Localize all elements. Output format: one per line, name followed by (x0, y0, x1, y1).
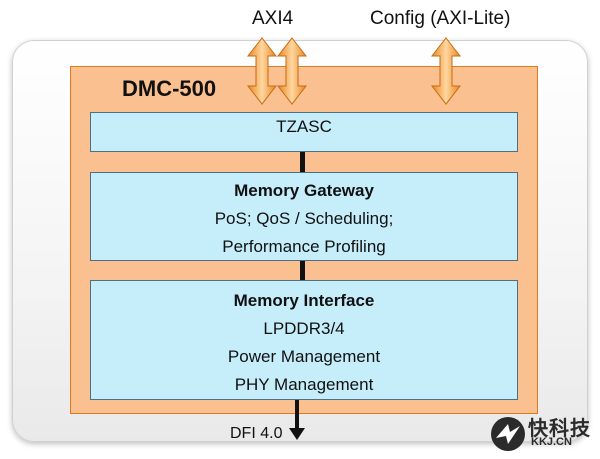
tzasc-block: TZASC (90, 112, 518, 152)
memory-gateway-line: Performance Profiling (222, 237, 386, 256)
memory-interface-line: LPDDR3/4 (263, 319, 345, 338)
connector-tzasc-gateway (300, 152, 305, 172)
config-label: Config (AXI-Lite) (370, 8, 511, 29)
memory-gateway-title: Memory Gateway (234, 181, 374, 200)
connector-interface-dfi (295, 400, 299, 430)
kkj-watermark: 快科技 KKJ.CN (488, 412, 594, 454)
connector-gateway-interface (300, 261, 305, 280)
memory-interface-line: Power Management (227, 347, 381, 366)
axi4-arrow-2 (276, 37, 308, 105)
dfi-label: DFI 4.0 (230, 425, 283, 442)
watermark-subtitle: KKJ.CN (531, 436, 572, 448)
memory-interface-line: PHY Management (234, 375, 374, 394)
kkj-logo-icon (491, 417, 525, 451)
dfi-arrowhead (289, 428, 305, 440)
config-arrow (430, 37, 462, 105)
dmc-500-title: DMC-500 (122, 76, 217, 101)
memory-gateway-block: Memory Gateway PoS; QoS / Scheduling; Pe… (90, 172, 518, 261)
memory-interface-block: Memory Interface LPDDR3/4 Power Manageme… (90, 280, 518, 400)
memory-interface-title: Memory Interface (233, 291, 375, 310)
axi4-arrow-1 (246, 37, 278, 105)
memory-gateway-line: PoS; QoS / Scheduling; (214, 209, 394, 228)
axi4-label: AXI4 (252, 8, 294, 29)
tzasc-title: TZASC (276, 117, 332, 136)
watermark-title: 快科技 (528, 418, 591, 440)
